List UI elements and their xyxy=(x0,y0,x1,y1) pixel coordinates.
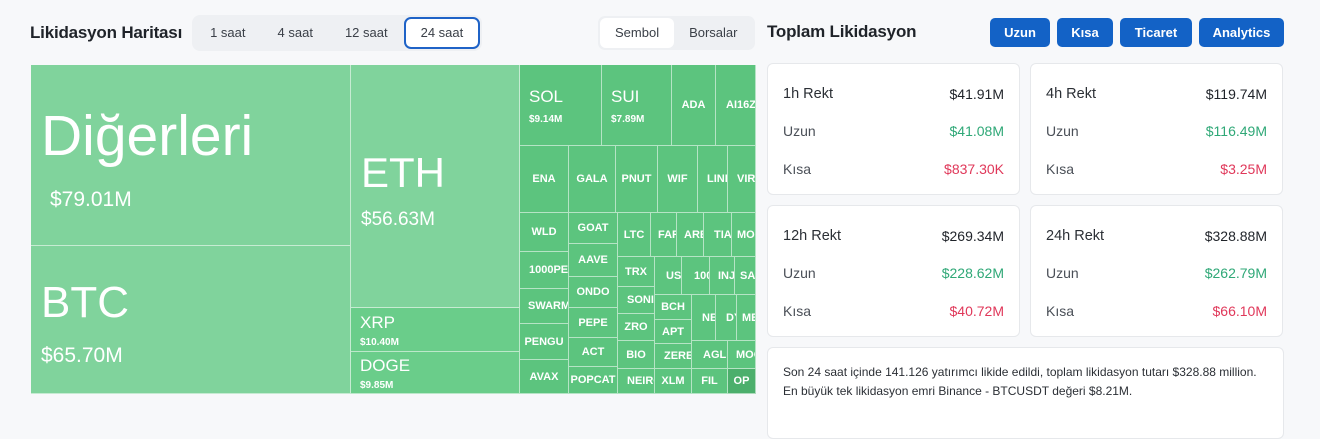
short-value: $66.10M xyxy=(1212,303,1267,319)
interval-4h[interactable]: 4 saat xyxy=(277,25,313,40)
tile-wld[interactable]: WLD xyxy=(520,213,569,252)
tile-moodeng[interactable]: MOODENG xyxy=(728,341,756,369)
short-label: Kısa xyxy=(1046,161,1075,177)
short-label: Kısa xyxy=(783,303,812,319)
tile-bio[interactable]: BIO xyxy=(618,341,655,369)
interval-12h[interactable]: 12 saat xyxy=(344,25,388,40)
tile-sand[interactable]: SAND xyxy=(735,257,756,295)
interval-1h[interactable]: 1 saat xyxy=(210,25,246,40)
tile-move[interactable]: MOVE xyxy=(732,213,756,257)
tile-ada[interactable]: ADA xyxy=(672,65,716,146)
interval-selector: 1 saat 4 saat 12 saat 24 saat xyxy=(192,15,483,51)
tile-zro[interactable]: ZRO xyxy=(618,314,655,341)
long-label: Uzun xyxy=(1046,123,1079,139)
tile-usual[interactable]: USUAL xyxy=(655,257,682,295)
tile-apt[interactable]: APT xyxy=(655,320,692,344)
card-title: 1h Rekt xyxy=(783,86,833,102)
tile-ai16z[interactable]: AI16Z xyxy=(716,65,756,146)
heatmap-header: Likidasyon Haritası 1 saat 4 saat 12 saa… xyxy=(30,15,483,51)
tile-sui[interactable]: SUI $7.89M xyxy=(602,65,672,146)
total-liquidation-title: Toplam Likidasyon xyxy=(767,22,917,41)
tile-ltc[interactable]: LTC xyxy=(618,213,651,257)
tile-act[interactable]: ACT xyxy=(569,338,618,367)
tile-near[interactable]: NEAR xyxy=(692,295,716,341)
tile-avax[interactable]: AVAX xyxy=(520,360,569,394)
tile-agld[interactable]: AGLD xyxy=(692,341,728,369)
tile-goat[interactable]: GOAT xyxy=(569,213,618,244)
tile-pengu[interactable]: PENGU xyxy=(520,324,569,360)
tile-dydx[interactable]: DYDX xyxy=(716,295,737,341)
tile-ondo[interactable]: ONDO xyxy=(569,277,618,308)
summary-line-1: Son 24 saat içinde 141.126 yatırımcı lik… xyxy=(783,365,1257,379)
tile-gala[interactable]: GALA xyxy=(569,146,616,213)
tile-sonic[interactable]: SONIC xyxy=(618,287,655,314)
short-button[interactable]: Kısa xyxy=(1057,18,1113,47)
tile-zerebro[interactable]: ZEREBRO xyxy=(655,344,692,369)
long-label: Uzun xyxy=(783,265,816,281)
long-value: $228.62M xyxy=(941,265,1004,281)
tile-mew[interactable]: MEW xyxy=(737,295,756,341)
tile-op[interactable]: OP xyxy=(728,369,756,394)
tile-fartcoin[interactable]: FARTCOIN xyxy=(651,213,677,257)
tile-link[interactable]: LINK xyxy=(698,146,728,213)
tile-swarms[interactable]: SWARMS xyxy=(520,289,569,324)
tile-trx[interactable]: TRX xyxy=(618,257,655,287)
card-total: $328.88M xyxy=(1204,228,1267,244)
long-label: Uzun xyxy=(1046,265,1079,281)
short-value: $40.72M xyxy=(949,303,1004,319)
card-total: $119.74M xyxy=(1205,86,1267,102)
card-title: 4h Rekt xyxy=(1046,86,1096,102)
card-12h: 12h Rekt $269.34M Uzun $228.62M Kısa $40… xyxy=(767,205,1020,337)
heatmap-title: Likidasyon Haritası xyxy=(30,23,183,42)
tile-fil[interactable]: FIL xyxy=(692,369,728,394)
long-value: $116.49M xyxy=(1205,123,1267,139)
card-total: $41.91M xyxy=(949,86,1004,102)
tile-popcat[interactable]: POPCAT xyxy=(569,367,618,394)
mode-exchanges[interactable]: Borsalar xyxy=(689,25,738,40)
mode-selector: Sembol Borsalar xyxy=(598,16,755,50)
card-1h: 1h Rekt $41.91M Uzun $41.08M Kısa $837.3… xyxy=(767,63,1020,195)
tile-btc[interactable]: BTC $65.70M xyxy=(31,246,351,394)
tile-xrp[interactable]: XRP $10.40M xyxy=(351,308,520,352)
tile-aave[interactable]: AAVE xyxy=(569,244,618,277)
tile-bch[interactable]: BCH xyxy=(655,295,692,320)
summary-note: Son 24 saat içinde 141.126 yatırımcı lik… xyxy=(767,347,1284,439)
tile-pepe[interactable]: PEPE xyxy=(569,308,618,338)
long-label: Uzun xyxy=(783,123,816,139)
tile-xlm[interactable]: XLM xyxy=(655,369,692,394)
short-value: $3.25M xyxy=(1220,161,1267,177)
tile-1000pepe[interactable]: 1000PEPE xyxy=(520,252,569,289)
mode-symbol[interactable]: Sembol xyxy=(600,18,675,48)
short-label: Kısa xyxy=(783,161,812,177)
long-button[interactable]: Uzun xyxy=(990,18,1050,47)
short-label: Kısa xyxy=(1046,303,1075,319)
card-title: 12h Rekt xyxy=(783,228,842,244)
tile-inj[interactable]: INJ xyxy=(710,257,735,295)
liquidation-treemap: Diğerleri $79.01M BTC $65.70M ETH $56.63… xyxy=(31,65,756,394)
card-4h: 4h Rekt $119.74M Uzun $116.49M Kısa $3.2… xyxy=(1030,63,1283,195)
card-total: $269.34M xyxy=(941,228,1004,244)
summary-line-2: En büyük tek likidasyon emri Binance - B… xyxy=(783,383,1133,398)
tile-ena[interactable]: ENA xyxy=(520,146,569,213)
tile-doge[interactable]: DOGE $9.85M xyxy=(351,352,520,394)
tile-others[interactable]: Diğerleri $79.01M xyxy=(31,65,351,246)
tile-tia[interactable]: TIA xyxy=(704,213,732,257)
tile-eth[interactable]: ETH $56.63M xyxy=(351,65,520,308)
trade-button[interactable]: Ticaret xyxy=(1120,18,1192,47)
card-title: 24h Rekt xyxy=(1046,228,1105,244)
tile-neiro[interactable]: NEIRO xyxy=(618,369,655,394)
analytics-button[interactable]: Analytics xyxy=(1199,18,1284,47)
short-value: $837.30K xyxy=(944,161,1004,177)
card-24h: 24h Rekt $328.88M Uzun $262.79M Kısa $66… xyxy=(1030,205,1283,337)
tile-virtual[interactable]: VIRTUAL xyxy=(728,146,756,213)
interval-24h[interactable]: 24 saat xyxy=(403,17,481,49)
tile-sol[interactable]: SOL $9.14M xyxy=(520,65,602,146)
tile-pnut[interactable]: PNUT xyxy=(616,146,658,213)
tile-arb[interactable]: ARB xyxy=(677,213,704,257)
tile-wif[interactable]: WIF xyxy=(658,146,698,213)
tile-1000[interactable]: 1000 xyxy=(682,257,710,295)
long-value: $41.08M xyxy=(949,123,1004,139)
long-value: $262.79M xyxy=(1204,265,1267,281)
